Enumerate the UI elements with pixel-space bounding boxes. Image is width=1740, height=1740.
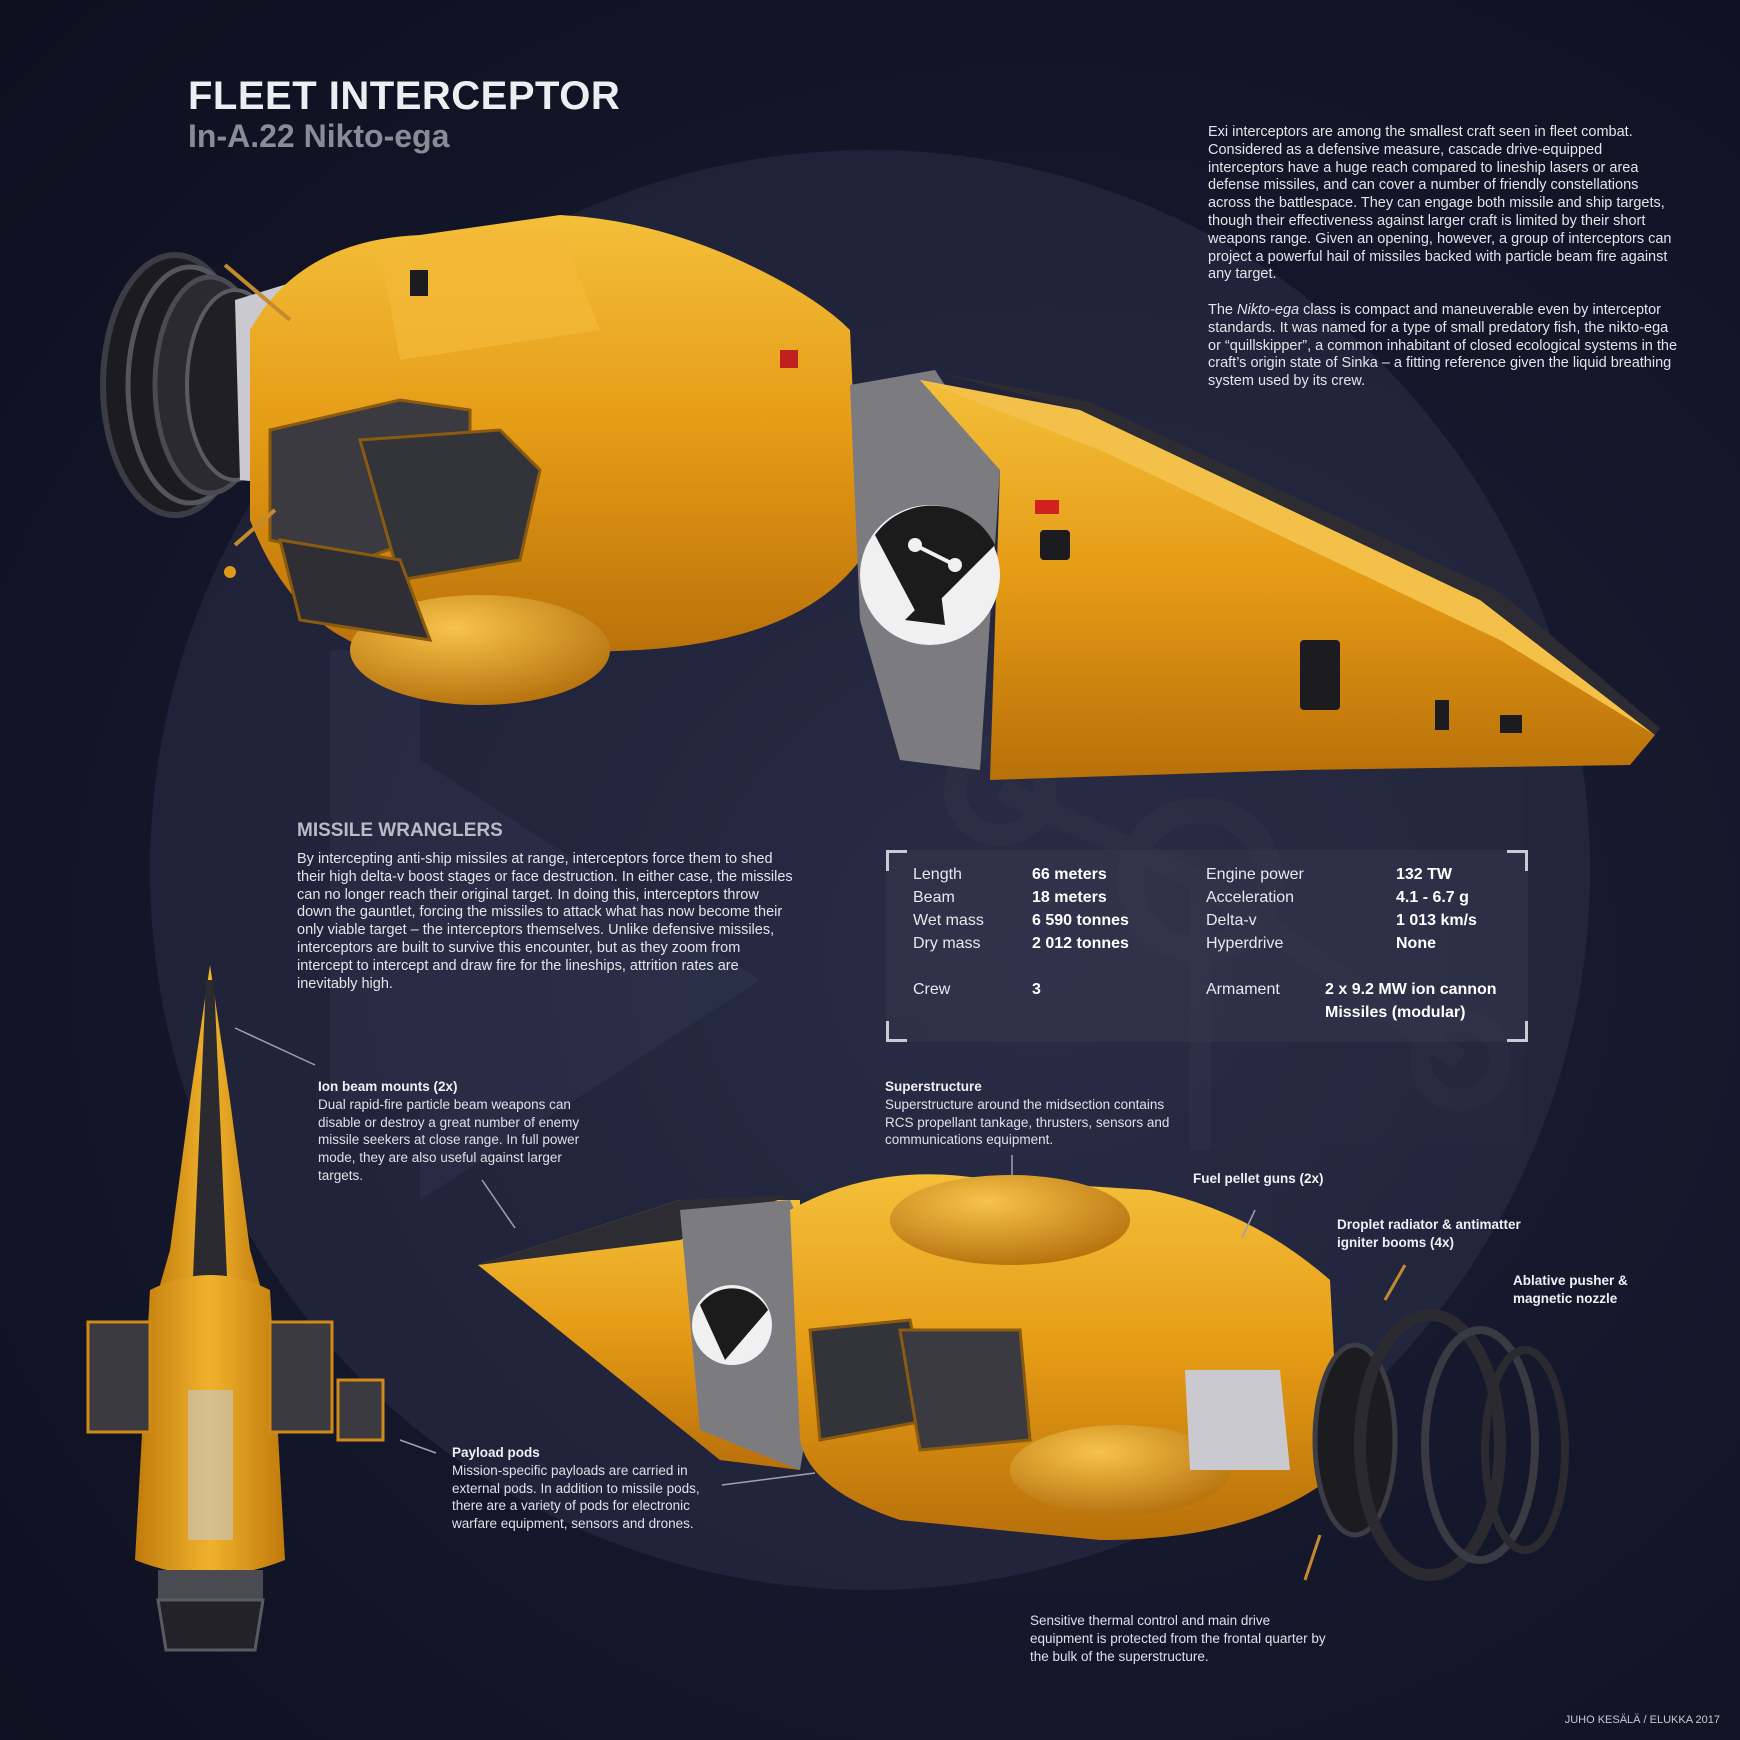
callout-payload-pods: Payload pods Mission-specific payloads a…	[452, 1444, 722, 1533]
callout-fuel-pellet-guns: Fuel pellet guns (2x)	[1193, 1171, 1324, 1186]
spec-label-dry-mass: Dry mass	[913, 935, 981, 952]
top-ship-details	[410, 270, 1522, 733]
callout-leader-lines	[234, 1027, 1256, 1486]
page-title: FLEET INTERCEPTOR	[188, 74, 621, 118]
specs-panel: Length 66 meters Beam 18 meters Wet mass…	[886, 850, 1528, 1042]
wranglers-heading: MISSILE WRANGLERS	[297, 820, 503, 841]
page-subtitle: In-A.22 Nikto-ega	[188, 118, 450, 154]
bottom-ship-emblem	[692, 1285, 772, 1365]
spec-label-hyperdrive: Hyperdrive	[1206, 935, 1284, 952]
topdown-pods	[86, 1320, 385, 1442]
spec-label-crew: Crew	[913, 981, 951, 998]
intro-paragraph-1: Exi interceptors are among the smallest …	[1208, 124, 1672, 283]
spec-value-wet-mass: 6 590 tonnes	[1032, 912, 1129, 929]
spec-value-beam: 18 meters	[1032, 889, 1107, 906]
intro-text: Exi interceptors are among the smallest …	[1208, 124, 1678, 409]
spec-value-armament-2: Missiles (modular)	[1325, 1004, 1466, 1021]
callout-ion-beam-heading: Ion beam mounts (2x)	[318, 1079, 458, 1094]
spec-label-wet-mass: Wet mass	[913, 912, 984, 929]
callout-ion-beam-text: Dual rapid-fire particle beam weapons ca…	[318, 1096, 580, 1183]
spec-value-length: 66 meters	[1032, 866, 1107, 883]
intro-p2-post: class is compact and maneuverable even b…	[1208, 301, 1678, 390]
spec-label-acceleration: Acceleration	[1206, 889, 1295, 906]
bottom-ship-view	[478, 1174, 1569, 1581]
spec-value-crew: 3	[1032, 981, 1041, 998]
bottom-payload-pods	[808, 1318, 1032, 1452]
spec-value-engine-power: 132 TW	[1396, 866, 1453, 883]
callout-superstructure-heading: Superstructure	[885, 1079, 982, 1094]
artist-credit: JUHO KESÄLÄ / ELUKKA 2017	[1564, 1714, 1720, 1726]
topdown-nozzle	[156, 1570, 265, 1652]
callout-ion-beam: Ion beam mounts (2x) Dual rapid-fire par…	[318, 1078, 588, 1185]
specs-corner-bracket	[1507, 1021, 1528, 1042]
callout-payload-pods-text: Mission-specific payloads are carried in…	[452, 1462, 700, 1532]
spec-value-hyperdrive: None	[1396, 935, 1436, 952]
intro-p2-class-name: Nikto-ega	[1237, 301, 1300, 318]
spec-label-armament: Armament	[1206, 981, 1280, 998]
spec-value-armament-1: 2 x 9.2 MW ion cannon	[1325, 981, 1497, 998]
spec-value-acceleration: 4.1 - 6.7 g	[1396, 889, 1469, 906]
intro-paragraph-2: The Nikto-ega class is compact and maneu…	[1208, 302, 1678, 391]
callout-payload-pods-heading: Payload pods	[452, 1445, 540, 1460]
callout-thermal-control: Sensitive thermal control and main drive…	[1030, 1613, 1326, 1664]
top-ship-view	[100, 215, 1660, 780]
callout-superstructure-text: Superstructure around the midsection con…	[885, 1096, 1170, 1148]
callout-droplet-radiator: Droplet radiator & antimatter igniter bo…	[1337, 1217, 1521, 1250]
specs-corner-bracket	[1507, 850, 1528, 871]
callout-ablative-pusher: Ablative pusher & magnetic nozzle	[1513, 1273, 1628, 1306]
intro-p2-pre: The	[1208, 301, 1238, 318]
bottom-nozzle	[1312, 1309, 1569, 1581]
wranglers-text: By intercepting anti-ship missiles at ra…	[297, 851, 793, 992]
background-emblem-glyph	[330, 650, 760, 1200]
callout-superstructure: Superstructure Superstructure around the…	[885, 1078, 1175, 1149]
spec-label-delta-v: Delta-v	[1206, 912, 1257, 929]
top-payload-pods	[268, 398, 542, 642]
spec-label-length: Length	[913, 866, 962, 883]
specs-corner-bracket	[886, 1021, 907, 1042]
top-ship-emblem	[860, 505, 1000, 645]
spec-label-engine-power: Engine power	[1206, 866, 1304, 883]
specs-corner-bracket	[886, 850, 907, 871]
spec-value-delta-v: 1 013 km/s	[1396, 912, 1477, 929]
topdown-ship-view	[86, 965, 385, 1652]
spec-label-beam: Beam	[913, 889, 955, 906]
spec-value-dry-mass: 2 012 tonnes	[1032, 935, 1129, 952]
